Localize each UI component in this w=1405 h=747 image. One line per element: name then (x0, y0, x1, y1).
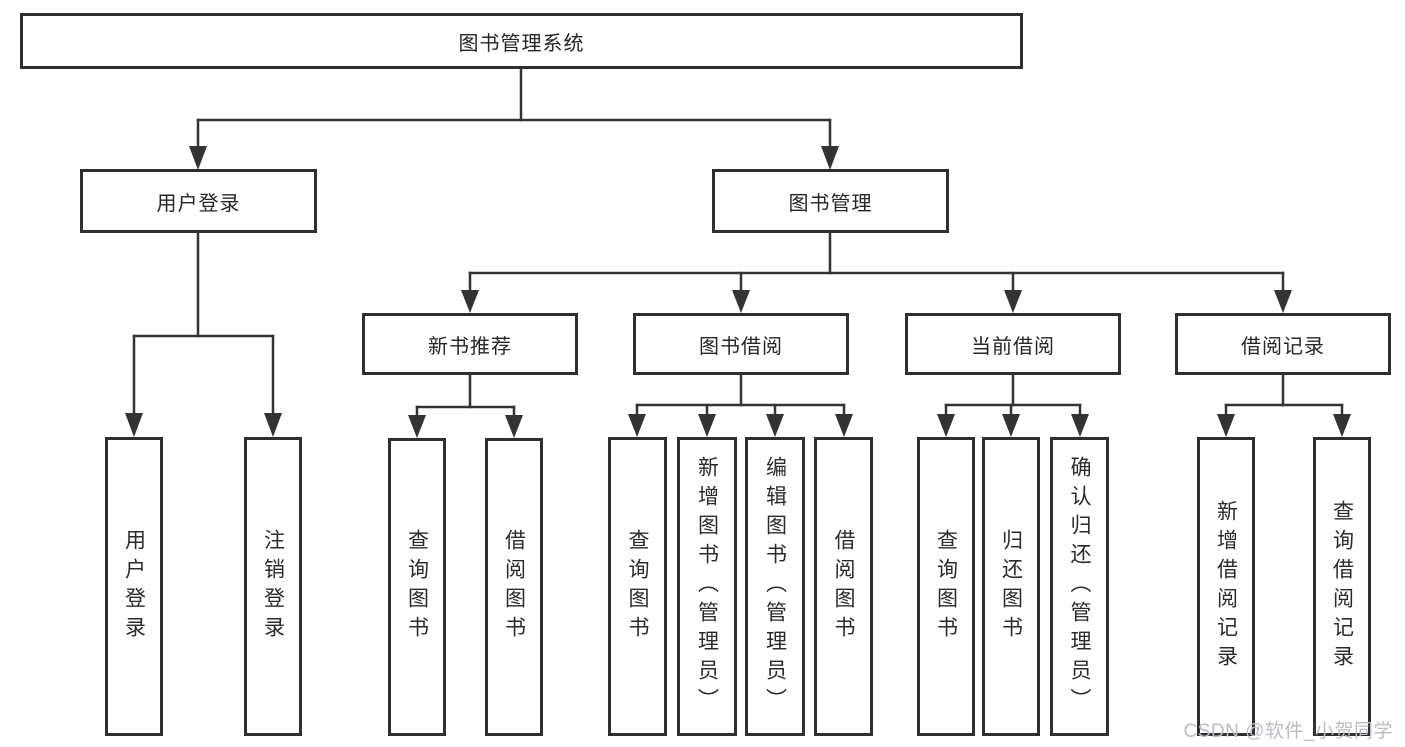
node-label: 用户登录 (156, 192, 241, 215)
node-label: 当前借阅 (971, 335, 1055, 358)
leaf-query-borrow-record: 查询借阅记录 (1313, 437, 1371, 736)
node-label: 图书借阅 (699, 335, 783, 358)
leaf-user-login: 用户登录 (105, 437, 163, 736)
node-new-book-recommend: 新书推荐 (362, 313, 578, 375)
leaf-add-books-admin: 新增图书（管理员） (677, 437, 737, 736)
leaf-add-borrow-record: 新增借阅记录 (1197, 437, 1255, 736)
node-book-borrowing: 图书借阅 (633, 313, 849, 375)
leaf-borrow-books: 借阅图书 (814, 437, 873, 736)
leaf-confirm-return-admin: 确认归还（管理员） (1050, 437, 1109, 736)
node-label: 新书推荐 (428, 335, 512, 358)
node-library-management-system: 图书管理系统 (20, 13, 1023, 69)
node-label: 确认归还（管理员） (1068, 456, 1091, 717)
csdn-watermark: CSDN @软件_小贺同学 (1183, 721, 1393, 742)
node-label: 注销登录 (261, 528, 285, 645)
leaf-query-books-borrowing: 查询图书 (608, 437, 667, 736)
leaf-borrow-books-recommend: 借阅图书 (485, 438, 543, 736)
node-label: 查询图书 (934, 528, 958, 645)
node-current-borrowing: 当前借阅 (905, 313, 1121, 375)
node-label: 借阅记录 (1241, 335, 1325, 358)
leaf-edit-books-admin: 编辑图书（管理员） (745, 437, 805, 736)
node-label: 用户登录 (122, 528, 146, 645)
leaf-return-books: 归还图书 (982, 437, 1040, 736)
node-label: 图书管理 (788, 192, 873, 215)
node-label: 借阅图书 (502, 529, 526, 645)
node-label: 查询图书 (405, 529, 429, 645)
node-user-login: 用户登录 (80, 169, 317, 233)
node-label: 查询借阅记录 (1330, 499, 1354, 674)
node-label: 编辑图书（管理员） (763, 456, 787, 717)
node-label: 新增借阅记录 (1214, 499, 1238, 674)
node-label: 新增图书（管理员） (695, 456, 719, 717)
leaf-query-books-recommend: 查询图书 (388, 438, 446, 736)
node-borrowing-records: 借阅记录 (1175, 313, 1391, 375)
node-label: 借阅图书 (832, 528, 855, 645)
node-label: 查询图书 (626, 528, 649, 645)
node-label: 图书管理系统 (458, 32, 585, 55)
node-label: 归还图书 (999, 528, 1023, 645)
node-book-management: 图书管理 (712, 169, 949, 233)
leaf-logout: 注销登录 (244, 437, 302, 736)
leaf-query-books-current: 查询图书 (917, 437, 975, 736)
